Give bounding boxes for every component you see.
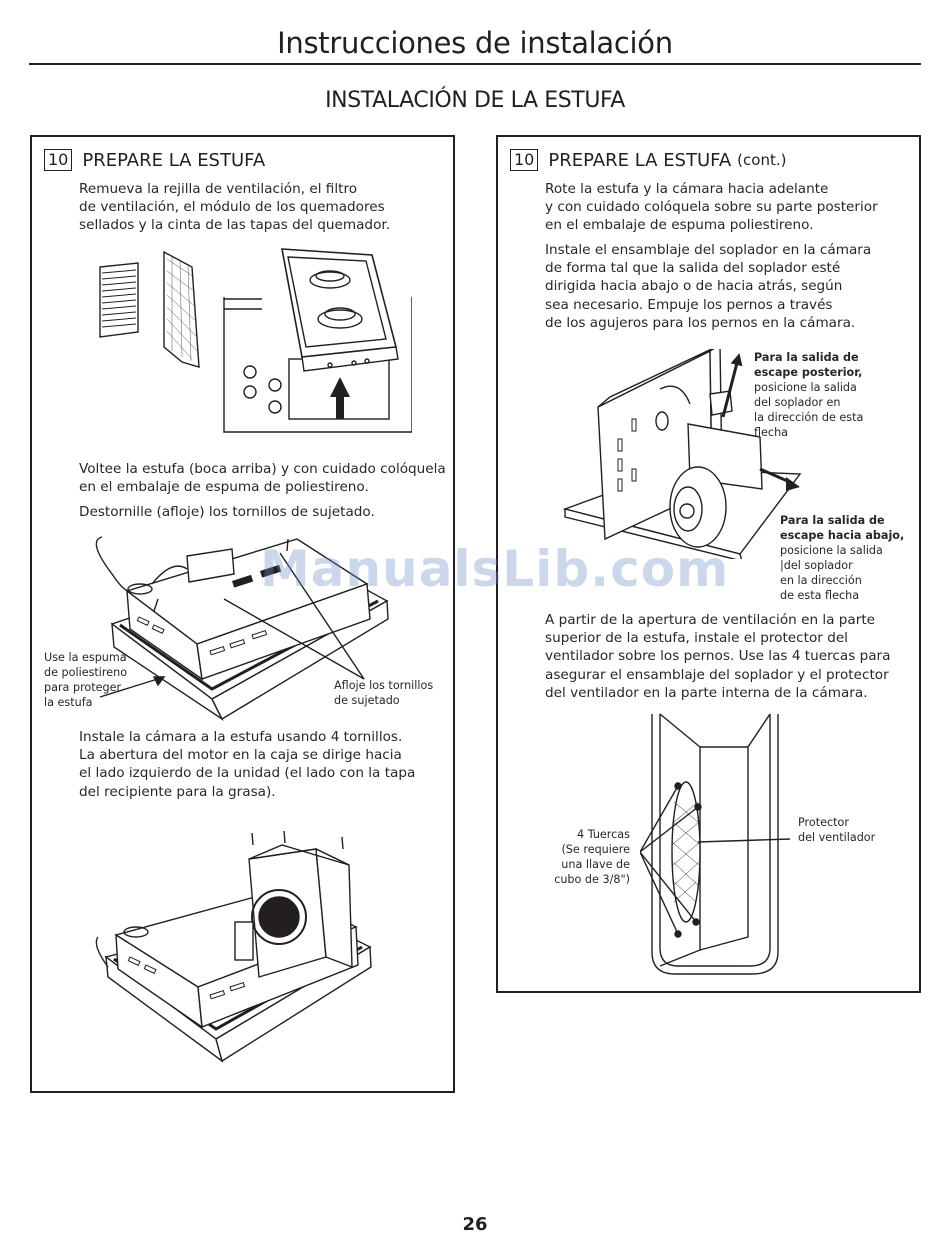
text-line: del recipiente para la grasa). bbox=[79, 783, 276, 800]
text-line: Rote la estufa y la cámara hacia adelant… bbox=[545, 181, 829, 197]
label-line: cubo de 3/8") bbox=[554, 873, 630, 886]
figure-remove-parts bbox=[92, 247, 412, 437]
text-line: de los agujeros para los pernos en la cá… bbox=[545, 314, 856, 331]
left-para-unscrew: Destornille (afloje) los tornillos de su… bbox=[79, 503, 375, 521]
label-line: de sujetado bbox=[334, 694, 400, 707]
figure-fan-guard bbox=[640, 712, 790, 982]
label-line: para proteger bbox=[44, 681, 122, 694]
text-line: A partir de la apertura de ventilación e… bbox=[545, 612, 876, 628]
title-rule bbox=[29, 63, 921, 65]
left-step-title: PREPARE LA ESTUFA bbox=[82, 149, 266, 171]
text-line: ventilador sobre los pernos. Use las 4 t… bbox=[545, 648, 891, 665]
label-rear-exhaust: Para la salida de escape posterior, posi… bbox=[754, 350, 863, 440]
section-title: INSTALACIÓN DE LA ESTUFA bbox=[325, 88, 625, 113]
text-line: Destornille (afloje) los tornillos de su… bbox=[79, 504, 375, 520]
text-line: Instale el ensamblaje del soplador en la… bbox=[545, 242, 872, 258]
text-line: sellados y la cinta de las tapas del que… bbox=[79, 217, 391, 234]
text-line: del ventilador en la parte interna de la… bbox=[545, 684, 868, 701]
text-line: Voltee la estufa (boca arriba) y con cui… bbox=[79, 461, 446, 477]
left-para-remove: Remueva la rejilla de ventilación, el fi… bbox=[79, 180, 390, 235]
label-four-nuts: 4 Tuercas (Se requiere una llave de cubo… bbox=[528, 827, 630, 887]
right-para-blower: Instale el ensamblaje del soplador en la… bbox=[545, 241, 871, 332]
label-line: la dirección de esta bbox=[754, 411, 864, 424]
label-line: del ventilador bbox=[798, 831, 876, 844]
label-fan-guard: Protector del ventilador bbox=[798, 815, 875, 845]
figure-range-on-foam bbox=[92, 529, 392, 729]
label-line: |del soplador bbox=[780, 559, 853, 572]
left-step-panel: 10 PREPARE LA ESTUFA Remueva la rejilla … bbox=[30, 135, 455, 1093]
text-line: sea necesario. Empuje los pernos a travé… bbox=[545, 296, 833, 313]
label-line: posicione la salida bbox=[754, 381, 857, 394]
text-line: superior de la estufa, instale el protec… bbox=[545, 630, 848, 647]
text-line: dirigida hacia abajo o de hacia atrás, s… bbox=[545, 278, 843, 295]
text-line: de ventilación, el módulo de los quemado… bbox=[79, 199, 385, 216]
left-para-install-chamber: Instale la cámara a la estufa usando 4 t… bbox=[79, 728, 415, 801]
label-bold-line: Para la salida de bbox=[754, 351, 859, 364]
page-title: Instrucciones de instalación bbox=[277, 26, 673, 60]
label-line: Use la espuma bbox=[44, 651, 127, 664]
figure-blower-install bbox=[560, 349, 810, 559]
right-step-number: 10 bbox=[510, 149, 539, 171]
text-line: La abertura del motor en la caja se diri… bbox=[79, 747, 402, 764]
label-foam: Use la espuma de poliestireno para prote… bbox=[44, 650, 127, 710]
text-line: en el embalaje de espuma poliestireno. bbox=[545, 217, 814, 234]
text-line: y con cuidado colóquela sobre su parte p… bbox=[545, 199, 878, 216]
right-para-guard: A partir de la apertura de ventilación e… bbox=[545, 611, 890, 702]
label-line: una llave de bbox=[561, 858, 630, 871]
label-line: de poliestireno bbox=[44, 666, 128, 679]
label-line: flecha bbox=[754, 426, 789, 439]
label-bold-line: Para la salida de bbox=[780, 514, 885, 527]
label-bold-line: escape hacia abajo, bbox=[780, 529, 905, 542]
right-step-panel: 10 PREPARE LA ESTUFA (cont.) Rote la est… bbox=[496, 135, 921, 993]
label-line: del soplador en bbox=[754, 396, 841, 409]
label-line: de esta flecha bbox=[780, 589, 860, 602]
figure-chamber-install bbox=[94, 827, 384, 1067]
label-line: la estufa bbox=[44, 696, 93, 709]
page-number: 26 bbox=[462, 1214, 488, 1235]
label-line: 4 Tuercas bbox=[577, 828, 630, 841]
left-step-number: 10 bbox=[44, 149, 73, 171]
watermark: ManualsLib.com bbox=[260, 540, 730, 598]
label-line: en la dirección bbox=[780, 574, 862, 587]
right-step-cont: (cont.) bbox=[737, 151, 787, 169]
text-line: en el embalaje de espuma de poliestireno… bbox=[79, 479, 369, 496]
left-para-turn: Voltee la estufa (boca arriba) y con cui… bbox=[79, 460, 446, 496]
text-line: de forma tal que la salida del soplador … bbox=[545, 260, 841, 277]
text-line: Instale la cámara a la estufa usando 4 t… bbox=[79, 729, 403, 745]
right-para-rotate: Rote la estufa y la cámara hacia adelant… bbox=[545, 180, 878, 235]
label-bold-line: escape posterior, bbox=[754, 366, 863, 379]
right-step-title: PREPARE LA ESTUFA bbox=[548, 149, 732, 171]
label-line: Protector bbox=[798, 816, 849, 829]
left-step-heading: 10 PREPARE LA ESTUFA bbox=[44, 149, 265, 171]
label-down-exhaust: Para la salida de escape hacia abajo, po… bbox=[780, 513, 904, 603]
label-line: (Se requiere bbox=[561, 843, 630, 856]
text-line: Remueva la rejilla de ventilación, el fi… bbox=[79, 181, 358, 197]
label-line: Afloje los tornillos bbox=[334, 679, 434, 692]
label-line: posicione la salida bbox=[780, 544, 883, 557]
text-line: asegurar el ensamblaje del soplador y el… bbox=[545, 666, 889, 683]
right-step-heading: 10 PREPARE LA ESTUFA (cont.) bbox=[510, 149, 786, 171]
text-line: el lado izquierdo de la unidad (el lado … bbox=[79, 765, 416, 782]
label-loosen-screws: Afloje los tornillos de sujetado bbox=[334, 678, 433, 708]
